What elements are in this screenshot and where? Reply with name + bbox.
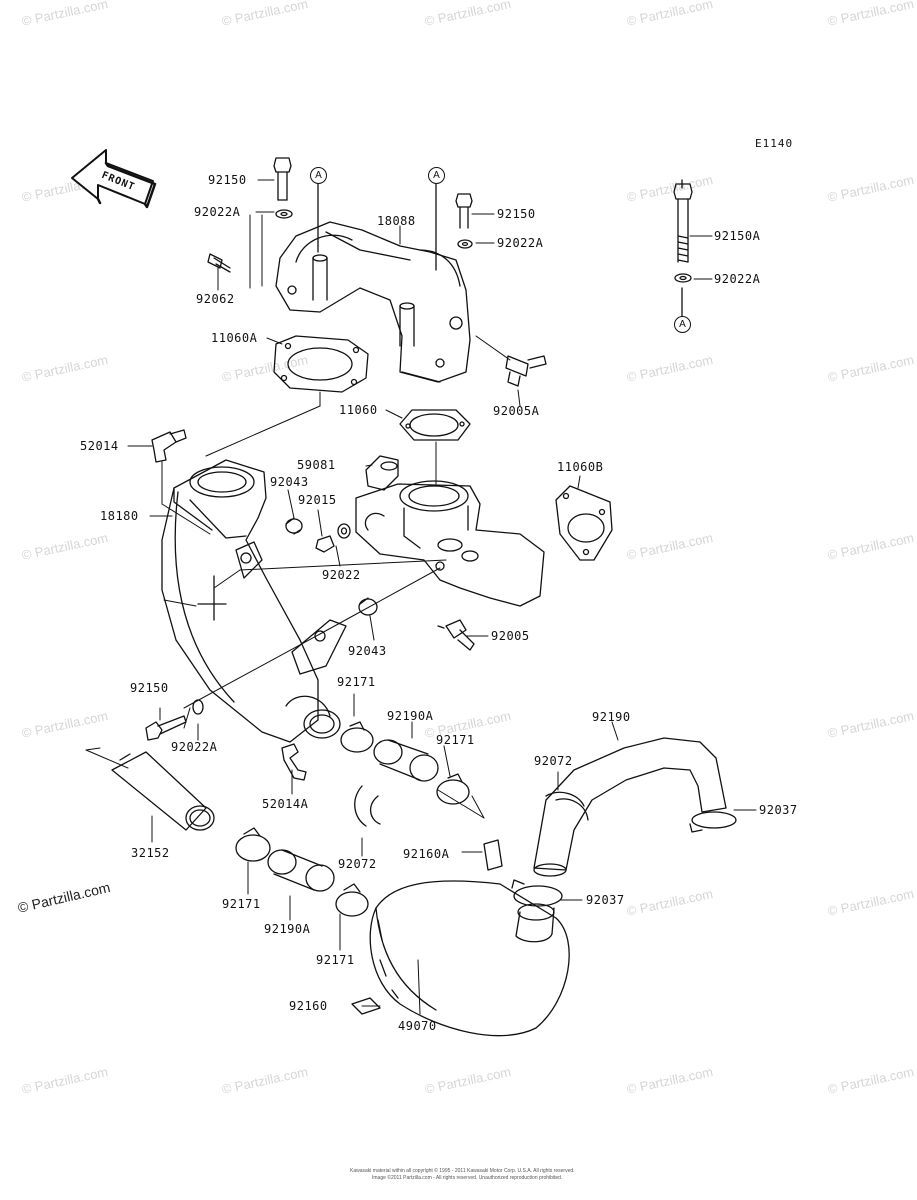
part-label-92150: 92150	[497, 207, 536, 221]
ref-marker-a: A	[674, 316, 691, 333]
part-label-92022A: 92022A	[194, 205, 241, 219]
fitting-92005A	[505, 355, 547, 387]
part-label-11060: 11060	[339, 403, 378, 417]
copyright-text: Kawasaki material within all copyright ©…	[350, 1168, 575, 1174]
part-label-11060A: 11060A	[211, 331, 258, 345]
part-label-92150: 92150	[208, 173, 247, 187]
part-label-92005: 92005	[491, 629, 530, 643]
part-label-92022A: 92022A	[497, 236, 544, 250]
diagram-code: E1140	[755, 137, 794, 150]
elbow-52014A	[281, 743, 307, 781]
fitting-92005	[437, 619, 475, 651]
pipe-59081	[365, 455, 399, 491]
part-label-52014A: 52014A	[262, 797, 309, 811]
gasket-11060A	[273, 335, 369, 393]
manifold-18088	[275, 221, 471, 383]
bolt-92150-top	[273, 157, 292, 201]
part-label-92171: 92171	[436, 733, 475, 747]
hose-92190A-b	[267, 849, 335, 892]
gasket-11060	[399, 409, 471, 441]
sleeve-92043-mid	[358, 597, 378, 616]
ref-marker-a: A	[428, 167, 445, 184]
pad-92160A	[483, 839, 503, 871]
part-label-92022: 92022	[322, 568, 361, 582]
chamber-18180	[161, 459, 347, 743]
part-label-92043: 92043	[348, 644, 387, 658]
part-label-92015: 92015	[298, 493, 337, 507]
part-label-92190: 92190	[592, 710, 631, 724]
part-label-59081: 59081	[297, 458, 336, 472]
part-label-92072: 92072	[338, 857, 377, 871]
clamp-92037-right	[689, 811, 737, 833]
part-label-92022A: 92022A	[714, 272, 761, 286]
part-label-92171: 92171	[337, 675, 376, 689]
clamp-92171-b	[436, 773, 470, 805]
pipe-32152	[111, 751, 215, 831]
part-label-92190A: 92190A	[387, 709, 434, 723]
part-label-92062: 92062	[196, 292, 235, 306]
stud-92062	[207, 253, 231, 273]
part-label-92022A: 92022A	[171, 740, 218, 754]
clamp-92037-mid	[511, 879, 563, 907]
hose-92190	[533, 737, 727, 877]
ref-marker-a: A	[310, 167, 327, 184]
clamp-92171-d	[335, 883, 369, 917]
part-label-92190A: 92190A	[264, 922, 311, 936]
washer-92022A-top	[275, 209, 293, 219]
bolt-92150A	[673, 183, 693, 263]
washer-92022	[337, 523, 351, 539]
pad-92160	[351, 997, 381, 1015]
washer-92022A-left	[192, 699, 204, 715]
clip-92072	[354, 785, 381, 827]
front-arrow-icon	[71, 149, 157, 209]
part-label-49070: 49070	[398, 1019, 437, 1033]
part-label-32152: 32152	[131, 846, 170, 860]
part-label-92160: 92160	[289, 999, 328, 1013]
part-label-92072: 92072	[534, 754, 573, 768]
part-label-92160A: 92160A	[403, 847, 450, 861]
nut-92015	[315, 535, 335, 553]
part-label-52014: 52014	[80, 439, 119, 453]
sleeve-92043-top	[285, 517, 303, 535]
part-label-92037: 92037	[759, 803, 798, 817]
gasket-11060B	[555, 485, 613, 561]
part-label-92005A: 92005A	[493, 404, 540, 418]
copyright-text-line2: Image ©2011 Partzilla.com - All rights r…	[372, 1175, 563, 1181]
part-label-92150: 92150	[130, 681, 169, 695]
part-label-92171: 92171	[222, 897, 261, 911]
clamp-92171-c	[235, 827, 271, 862]
leader-lines	[85, 179, 757, 1015]
hose-92190A-a	[373, 739, 439, 782]
part-label-92043: 92043	[270, 475, 309, 489]
washer-92022A-far	[674, 273, 692, 283]
part-label-92037: 92037	[586, 893, 625, 907]
part-label-18088: 18088	[377, 214, 416, 228]
part-label-92171: 92171	[316, 953, 355, 967]
clamp-92171-a	[340, 721, 374, 753]
bolt-92150-left	[145, 715, 187, 741]
elbow-52014	[151, 429, 187, 463]
part-label-18180: 18180	[100, 509, 139, 523]
part-label-11060B: 11060B	[557, 460, 604, 474]
waterbox-assembly	[355, 480, 545, 607]
muffler-49070	[369, 880, 570, 1037]
bolt-92150-right	[455, 193, 473, 229]
part-label-92150A: 92150A	[714, 229, 761, 243]
washer-92022A-right	[457, 239, 473, 249]
